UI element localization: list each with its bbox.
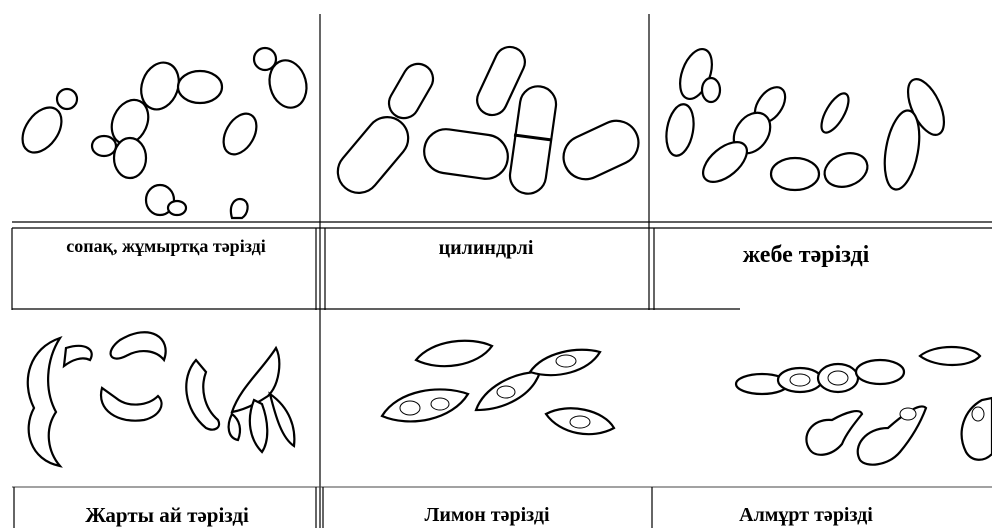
cell-shape [790,374,810,386]
cell-shape [250,400,267,452]
panel-crescent-cells [28,332,295,466]
panel-pear-cells [736,347,992,465]
label-lemon: Лимон тәрізді [324,502,650,528]
cell-shape [972,407,984,421]
cell-shape [556,114,645,187]
cell-shape [416,341,492,366]
cell-shape [270,394,294,446]
panel-oval-cells [15,48,312,218]
cell-shape [15,100,70,159]
panel-lemon-cells [382,341,614,434]
cell-shape [101,388,162,421]
cell-shape [111,332,166,360]
cell-shape [28,338,60,466]
cell-shape [663,102,698,158]
cell-shape [431,398,449,410]
cell-shape [497,386,515,398]
cell-shape [570,416,590,428]
cell-shape [702,78,720,102]
cell-shape [168,201,186,215]
cell-shape [556,355,576,367]
cell-shape [92,136,116,156]
cell-shape [900,408,916,420]
cell-shape [114,138,146,178]
label-arrow: жебе тәрізді [656,236,956,274]
cell-shape [57,89,77,109]
cell-shape [856,360,904,384]
cell-shape [771,158,819,190]
panel-arrow-cells [663,45,952,193]
label-crescent: Жарты ай тәрізді [18,502,316,528]
cell-shape [186,360,219,430]
cell-shape [178,71,222,103]
label-pear: Алмұрт тәрізді [656,502,956,528]
label-oval: сопақ, жұмыртқа тәрізді [16,230,316,262]
cell-shape [400,401,420,415]
cell-shape [879,108,924,192]
cell-shape [816,89,854,136]
cell-shape [64,346,92,366]
panel-cylindrical-cells [329,42,645,201]
cell-shape [229,414,240,440]
cell-shape [231,199,248,218]
cell-shape [384,58,439,123]
cell-shape [329,109,416,202]
cell-shape [382,389,468,421]
cell-shape [217,108,263,160]
cell-shape [820,147,872,192]
label-cylindrical: цилиндрлі [326,232,646,264]
cell-shape [421,126,510,181]
cell-shape [920,347,980,365]
cell-shape [806,411,862,455]
cell-shape [828,371,848,385]
